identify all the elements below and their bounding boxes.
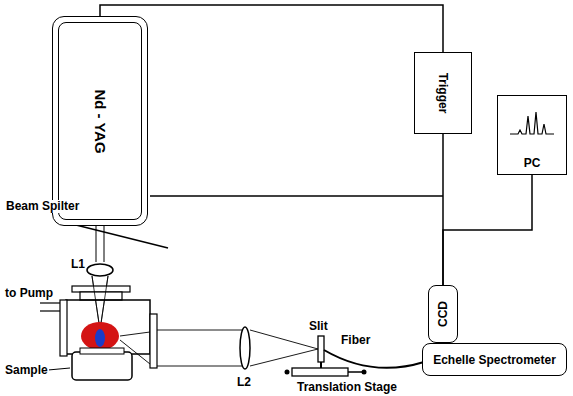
signal-wire [100, 5, 443, 52]
spectrum-line [510, 112, 554, 134]
slit-post [320, 362, 322, 368]
focused-ray [250, 349, 318, 366]
spectrum-icon [510, 110, 554, 136]
leader-line [48, 368, 70, 370]
emission-ray [120, 332, 150, 336]
laser-box: Nd - YAG [52, 16, 148, 226]
window-flange [72, 286, 130, 292]
right-flange [150, 314, 157, 368]
node-text: CCD [436, 301, 450, 327]
part-label: Slit [308, 320, 329, 333]
left-flange [60, 300, 67, 356]
sample [80, 348, 124, 354]
pump-tube [40, 302, 60, 303]
lens-label: L1 [70, 258, 86, 271]
part-label: Fiber [340, 334, 371, 347]
pc-box: PC [497, 95, 567, 175]
sample-holder [72, 352, 132, 380]
vacuum-chamber [66, 300, 150, 354]
laser-beam [104, 226, 105, 262]
node-text: Nd - YAG [92, 89, 109, 153]
part-label: Translation Stage [296, 381, 398, 394]
part-label: to Pump [4, 287, 54, 300]
stage-screw [348, 371, 362, 373]
plasma [81, 322, 119, 350]
lens-l1 [87, 264, 113, 276]
beam-splitter [72, 224, 168, 248]
laser-beam [96, 226, 97, 262]
focused-beam [100, 276, 108, 330]
ccd-box: CCD [428, 285, 458, 343]
plasma-core [95, 329, 105, 347]
node-text: Echelle Spectrometer [433, 353, 556, 367]
lens-label: L2 [236, 376, 252, 389]
signal-wire [443, 175, 532, 285]
pump-tube [40, 310, 60, 311]
focused-beam [92, 276, 100, 330]
emission-ray [120, 340, 150, 364]
emission-ray [157, 366, 245, 367]
part-label: Beam Spilter [5, 200, 80, 213]
focused-beam [100, 276, 108, 330]
focused-beam [92, 276, 100, 330]
spectrometer-box: Echelle Spectrometer [422, 343, 567, 376]
lens-l2 [240, 327, 250, 369]
part-label: Sample [4, 364, 49, 377]
emission-ray [157, 330, 245, 331]
optical-fiber [324, 350, 424, 368]
stage-knob [362, 370, 367, 375]
trigger-box: Trigger [414, 52, 472, 134]
node-text: PC [524, 156, 541, 170]
node-text: Trigger [436, 73, 450, 114]
trigger-line [150, 195, 443, 197]
translation-stage [292, 368, 348, 376]
stage-knob [285, 370, 290, 375]
chamber-neck [80, 292, 122, 300]
slit [318, 336, 324, 362]
